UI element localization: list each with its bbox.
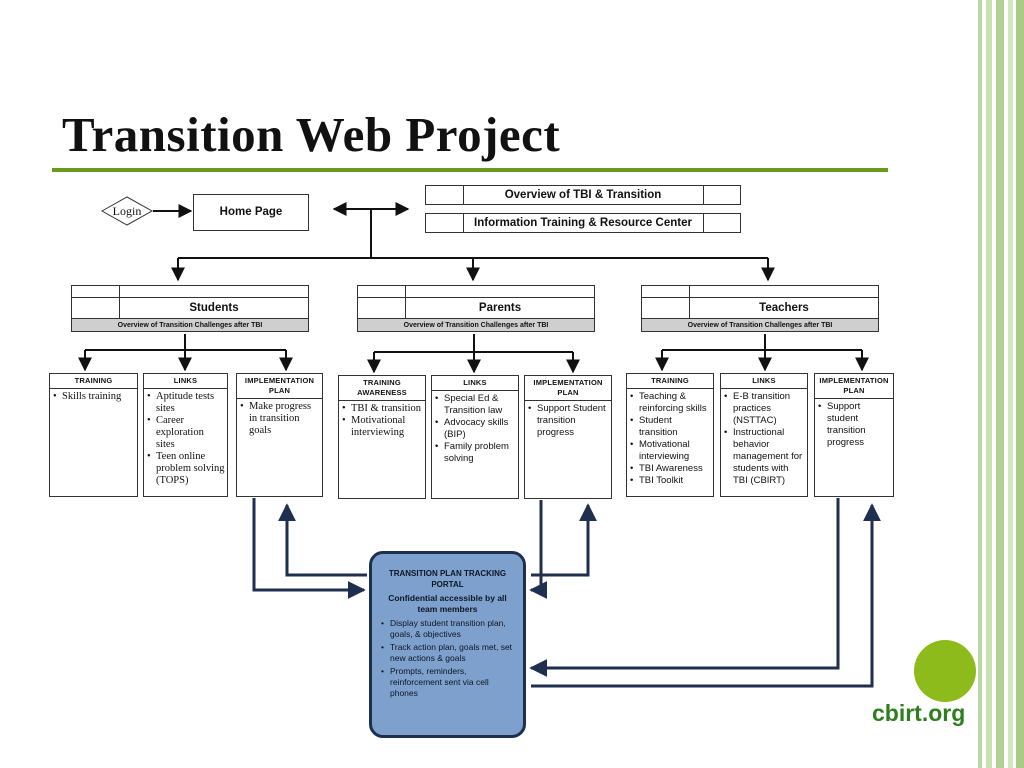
list-item: E-B transition practices (NSTTAC) [724, 391, 805, 427]
portal-item: Prompts, reminders, reinforcement sent v… [380, 666, 515, 699]
column-head: Implementation Plan [815, 374, 893, 399]
portal-item: Display student transition plan, goals, … [380, 618, 515, 640]
tracking-portal-box[interactable]: Transition Plan Tracking Portal Confiden… [369, 551, 526, 738]
list-item: Special Ed & Transition law [435, 393, 516, 417]
teachers-training-column[interactable]: Training Teaching & reinforcing skills S… [626, 373, 714, 497]
overview-banner[interactable]: Overview of TBI & Transition [425, 185, 741, 205]
list-item: Student transition [630, 415, 711, 439]
students-title: Students [189, 302, 239, 314]
column-head: Implementation Plan [525, 376, 611, 401]
portal-title: Transition Plan Tracking Portal [388, 569, 507, 589]
parents-title: Parents [478, 302, 522, 314]
column-head: Training [50, 374, 137, 389]
decor-stripe [978, 0, 982, 768]
students-header[interactable]: Students [71, 285, 309, 319]
parents-subtitle: Overview of Transition Challenges after … [357, 318, 595, 332]
column-head: Training Awareness [339, 376, 425, 401]
list-item: Teen online problem solving (TOPS) [147, 451, 225, 487]
list-item: Instructional behavior management for st… [724, 427, 805, 487]
title-underline [52, 168, 888, 172]
list-item: Career exploration sites [147, 415, 225, 451]
list-item: Make progress in transition goals [240, 401, 320, 437]
slide-title: Transition Web Project [62, 107, 561, 162]
list-item: Advocacy skills (BIP) [435, 417, 516, 441]
parents-links-column[interactable]: Links Special Ed & Transition law Advoca… [431, 375, 519, 499]
home-page-box[interactable]: Home Page [193, 194, 309, 231]
teachers-subtitle: Overview of Transition Challenges after … [641, 318, 879, 332]
decor-stripe [1016, 0, 1024, 768]
list-item: Support student transition progress [818, 401, 891, 449]
teachers-title: Teachers [759, 302, 809, 314]
column-head: Links [144, 374, 227, 389]
list-item: TBI Toolkit [630, 475, 711, 487]
login-diamond[interactable] [100, 195, 154, 227]
info-center-label: Information Training & Resource Center [474, 217, 692, 229]
column-head: Implementation Plan [237, 374, 322, 399]
decor-stripe [1008, 0, 1013, 768]
parents-implementation-column[interactable]: Implementation Plan Support Student tran… [524, 375, 612, 499]
list-item: Aptitude tests sites [147, 391, 225, 415]
column-head: Links [432, 376, 518, 391]
teachers-header[interactable]: Teachers [641, 285, 879, 319]
cbirt-logo-icon [914, 640, 976, 702]
students-training-column[interactable]: Training Skills training [49, 373, 138, 497]
cbirt-logo-text: cbirt.org [872, 700, 966, 726]
parents-header[interactable]: Parents [357, 285, 595, 319]
login-label: Login [112, 204, 142, 218]
list-item: TBI & transition [342, 403, 423, 415]
students-subtitle: Overview of Transition Challenges after … [71, 318, 309, 332]
column-head: Links [721, 374, 807, 389]
teachers-links-column[interactable]: Links E-B transition practices (NSTTAC) … [720, 373, 808, 497]
list-item: Motivational interviewing [342, 415, 423, 439]
decor-stripe [996, 0, 1004, 768]
overview-label: Overview of TBI & Transition [504, 189, 662, 201]
decor-stripe [986, 0, 992, 768]
parents-training-column[interactable]: Training Awareness TBI & transition Moti… [338, 375, 426, 499]
info-center-banner[interactable]: Information Training & Resource Center [425, 213, 741, 233]
list-item: Family problem solving [435, 441, 516, 465]
list-item: Skills training [53, 391, 135, 403]
portal-item: Track action plan, goals met, set new ac… [380, 642, 515, 664]
students-links-column[interactable]: Links Aptitude tests sites Career explor… [143, 373, 228, 497]
list-item: Motivational interviewing [630, 439, 711, 463]
portal-subtitle: Confidential accessible by all team memb… [388, 593, 507, 614]
list-item: Teaching & reinforcing skills [630, 391, 711, 415]
column-head: Training [627, 374, 713, 389]
students-implementation-column[interactable]: Implementation Plan Make progress in tra… [236, 373, 323, 497]
teachers-implementation-column[interactable]: Implementation Plan Support student tran… [814, 373, 894, 497]
list-item: Support Student transition progress [528, 403, 609, 439]
list-item: TBI Awareness [630, 463, 711, 475]
